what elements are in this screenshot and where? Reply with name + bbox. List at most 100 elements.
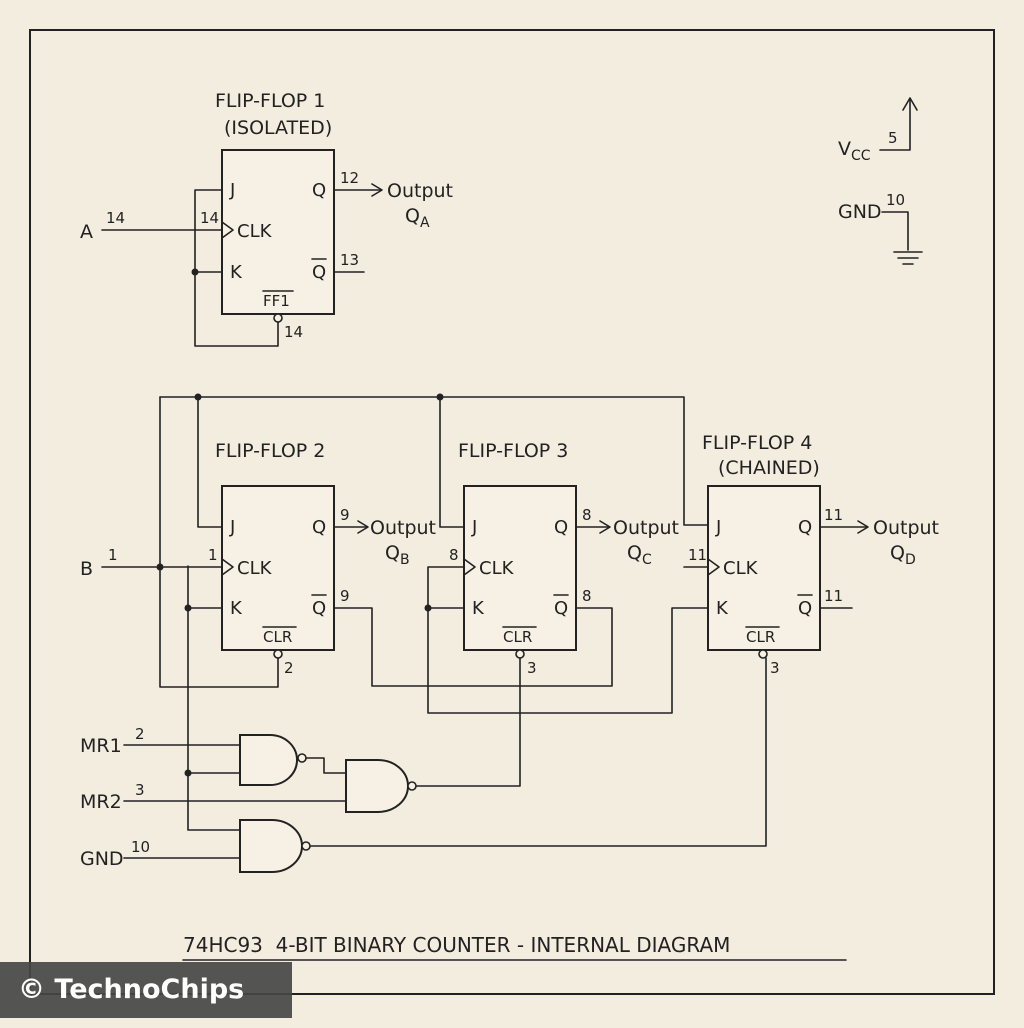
ff4-k-label: K xyxy=(716,598,729,619)
ff3-output-arrow-icon xyxy=(599,520,611,534)
output-qa-name: QA xyxy=(405,205,430,231)
power-pins: VCC 5 GND 10 xyxy=(838,97,923,265)
ff2-clr-label: CLR xyxy=(263,628,292,646)
ff4-body xyxy=(707,485,821,651)
vcc-arrow-icon xyxy=(902,97,918,111)
ff3-j-label: J xyxy=(471,517,477,538)
ff4-q-label: Q xyxy=(798,517,812,538)
flip-flop-2: FLIP-FLOP 2 J CLK K Q Q CLR 9 9 1 2 Outp… xyxy=(101,396,613,688)
ff4-clk-pin-number: 11 xyxy=(688,546,707,564)
ff2-q-label: Q xyxy=(312,517,326,538)
input-gnd-label: GND xyxy=(80,848,124,870)
ff4-qbar-pin-number: 11 xyxy=(824,587,843,605)
ff3-clr-bubble-icon xyxy=(515,649,525,659)
nand1-output-wire xyxy=(305,757,347,774)
nand2-output-wire xyxy=(415,657,521,787)
ff3-j-wire xyxy=(439,396,465,528)
input-gnd-pin-number: 10 xyxy=(131,838,150,856)
input-mr1-label: MR1 xyxy=(80,735,122,757)
ground-symbol-icon xyxy=(893,251,923,265)
ff1-clk-triangle-icon xyxy=(221,221,234,239)
diagram-border xyxy=(29,29,995,995)
input-mr2-label: MR2 xyxy=(80,791,122,813)
ff2-b-loop-wire xyxy=(159,396,279,688)
ff2-clk-label: CLK xyxy=(237,558,273,579)
input-b-pin-number: 1 xyxy=(108,546,118,564)
technochips-watermark: © TechnoChips xyxy=(0,962,292,1018)
ff4-output-arrow-icon xyxy=(857,520,869,534)
ff4-clk-triangle-icon xyxy=(707,558,720,576)
ff2-j-wire xyxy=(197,396,223,528)
ff2-k-label: K xyxy=(230,598,243,619)
ff1-clk-pin-number: 14 xyxy=(200,209,219,227)
ff4-clr-label: CLR xyxy=(746,628,775,646)
output-qc-label: Output xyxy=(613,517,679,539)
ff3-q-label: Q xyxy=(554,517,568,538)
vcc-wire xyxy=(879,99,911,151)
reset-logic xyxy=(123,607,767,873)
output-qc-name: QC xyxy=(627,542,652,568)
ff2-q-pin-number: 9 xyxy=(340,506,350,524)
ff1-clr-bubble-icon xyxy=(273,313,283,323)
ff3-k-junction xyxy=(424,604,432,612)
ff4-clk-label: CLK xyxy=(723,558,759,579)
ff3-k-label: K xyxy=(472,598,485,619)
nand-gate-3 xyxy=(239,819,303,873)
ff1-title: FLIP-FLOP 1 xyxy=(215,90,325,112)
ff4-qbar-label: Q xyxy=(798,598,812,619)
ff2-output-arrow-icon xyxy=(357,520,369,534)
diagram-title: 74HC93 4-BIT BINARY COUNTER - INTERNAL D… xyxy=(183,933,730,957)
ff4-clr-bubble-icon xyxy=(758,649,768,659)
ff4-j-label: J xyxy=(715,517,721,538)
ff1-clr-pin-number: 14 xyxy=(284,323,303,341)
flip-flop-3: FLIP-FLOP 3 J CLK K Q Q CLR 8 8 8 3 Outp… xyxy=(424,440,709,714)
ff1-output-arrow-icon xyxy=(371,183,383,197)
ff4-subtitle: (CHAINED) xyxy=(718,457,820,479)
gnd-power-pin-number: 10 xyxy=(886,191,905,209)
ff1-clk-label: CLK xyxy=(237,221,273,242)
ff1-subtitle: (ISOLATED) xyxy=(224,117,332,139)
output-qd-name: QD xyxy=(890,542,916,568)
nand3-output-wire xyxy=(309,657,767,847)
ff2-qbar-pin-number: 9 xyxy=(340,587,350,605)
ff2-body xyxy=(221,485,335,651)
vcc-label: VCC xyxy=(838,138,871,164)
output-qb-name: QB xyxy=(385,542,410,568)
ff2-clr-pin-number: 2 xyxy=(284,659,294,677)
ff3-q-pin-number: 8 xyxy=(582,506,592,524)
ff1-junction-dot xyxy=(191,268,199,276)
ff2-clk-triangle-icon xyxy=(221,558,234,576)
input-a-pin-number: 14 xyxy=(106,209,125,227)
ff3-clk-triangle-icon xyxy=(463,558,476,576)
output-qd-label: Output xyxy=(873,517,939,539)
ff3-qbar-label: Q xyxy=(554,598,568,619)
ff3-clr-label: CLR xyxy=(503,628,532,646)
ff1-k-label: K xyxy=(230,262,243,283)
nand-gate-3-bubble-icon xyxy=(301,841,311,851)
input-mr2-pin-number: 3 xyxy=(135,781,145,799)
ff3-clr-pin-number: 3 xyxy=(527,659,537,677)
ff3-qbar-pin-number: 8 xyxy=(582,587,592,605)
gnd-power-label: GND xyxy=(838,201,882,223)
ff2-k-wire xyxy=(187,565,223,609)
input-mr1-pin-number: 2 xyxy=(135,725,145,743)
reset-vertical-bus xyxy=(187,607,241,831)
ff1-q-label: Q xyxy=(312,180,326,201)
ff3-clk-k-wire xyxy=(427,566,709,714)
nand-gate-2-bubble-icon xyxy=(407,781,417,791)
nand-gate-1 xyxy=(239,734,298,786)
ff1-body xyxy=(221,149,335,315)
ff2-clk-pin-number: 1 xyxy=(208,546,218,564)
input-a-label: A xyxy=(80,221,93,243)
ff2-j-label: J xyxy=(229,517,235,538)
ff1-jk-feedback-wire xyxy=(194,189,279,347)
ff1-name-label: FF1 xyxy=(263,292,290,310)
ff2-clr-bubble-icon xyxy=(273,649,283,659)
flip-flop-4: FLIP-FLOP 4 (CHAINED) J CLK K Q Q CLR 11… xyxy=(683,432,939,677)
ff3-clk-label: CLK xyxy=(479,558,515,579)
nand-gate-2 xyxy=(345,759,409,813)
ff1-q-pin-number: 12 xyxy=(340,169,359,187)
output-qa-label: Output xyxy=(387,180,453,202)
input-b-label: B xyxy=(80,558,93,580)
